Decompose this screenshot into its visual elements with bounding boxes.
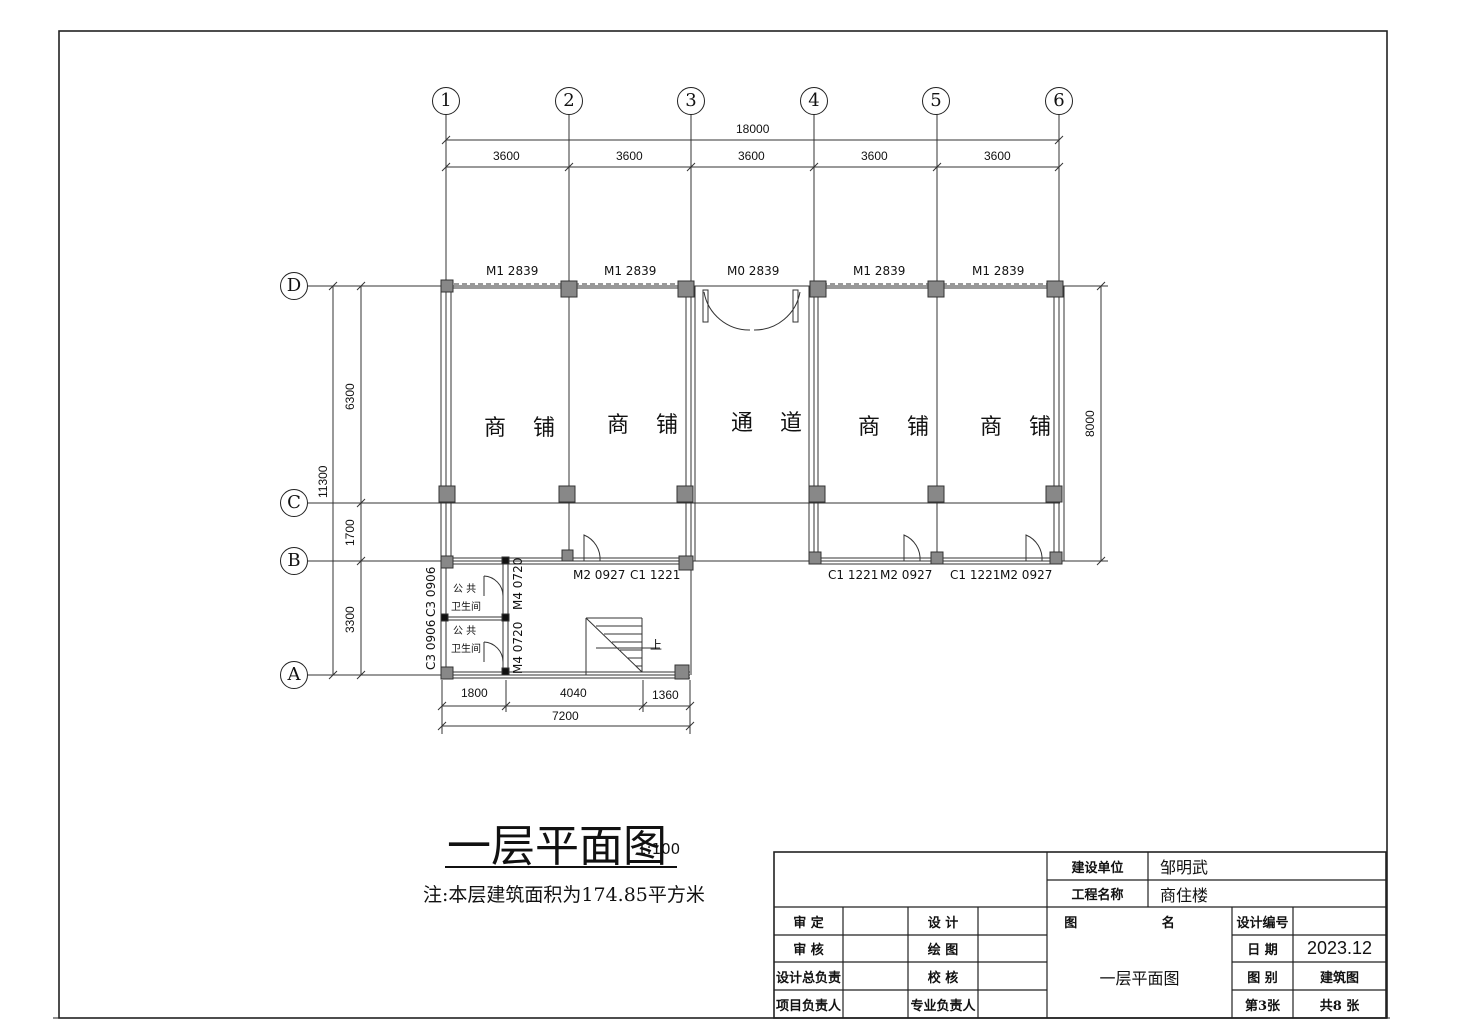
dim-left-3300: 3300 [343,606,357,633]
room-toilet-1-line2: 卫生间 [451,602,481,613]
drawing-title: 一层平面图 [447,821,667,872]
tb-drawing-name-label: 图 名 [1064,915,1215,931]
stair-up-label: 上 [650,638,663,652]
vertical-axis-lines [445,114,1060,285]
tb-check: 校 核 [927,970,959,986]
tb-date-value: 2023.12 [1306,938,1373,958]
tb-date-label: 日 期 [1247,943,1278,958]
opening-b-left-1: M2 0927 [573,568,626,582]
axis-bubble-B: B [280,547,308,575]
opening-b-right-4: M2 0927 [1000,568,1053,582]
dim-bottom-total: 7200 [552,709,579,723]
tb-client-label: 建设单位 [1071,860,1124,876]
opening-top-1: M1 2839 [486,264,539,278]
walls [440,283,1065,679]
dim-bay-1: 3600 [493,149,520,163]
dim-bottom-1800: 1800 [461,686,488,700]
opening-top-5: M1 2839 [972,264,1025,278]
axis-bubble-5: 5 [922,87,950,115]
title-underline [445,866,677,868]
axis-bubble-C: C [280,489,308,517]
drawing-scale: 1:100 [637,840,681,858]
room-shop-1: 商 铺 [484,416,565,441]
dim-total-top: 18000 [736,122,770,136]
opening-toilet-c3-1: C3 0906 [424,566,438,617]
dim-bottom-1360: 1360 [652,688,679,702]
tb-category-label: 图 别 [1247,970,1278,986]
room-toilet-1-line1: 公 共 [453,584,477,595]
area-note: 注:本层建筑面积为174.85平方米 [423,884,705,906]
dim-bottom-4040: 4040 [560,686,587,700]
title-block-grid [773,851,1387,1019]
axis-bubble-1: 1 [432,87,460,115]
opening-top-3: M0 2839 [727,264,780,278]
dim-left-6300: 6300 [343,383,357,410]
opening-b-right-1: C1 1221 [828,568,879,582]
opening-b-left-2: C1 1221 [630,568,681,582]
tb-design: 设 计 [927,915,959,931]
tb-sheet-total: 共8 张 [1319,998,1360,1014]
opening-top-2: M1 2839 [604,264,657,278]
opening-b-right-2: M2 0927 [880,568,933,582]
top-dimension-lines [441,135,1064,172]
tb-approve: 审 定 [793,915,824,931]
axis-bubble-A: A [280,661,308,689]
room-shop-3: 商 铺 [858,415,939,440]
dim-bay-2: 3600 [616,149,643,163]
dim-bay-3: 3600 [738,149,765,163]
tb-project-lead: 项目负责人 [775,998,841,1014]
bottom-dimension-lines [437,680,695,734]
structural-columns [438,279,1064,680]
axis-bubble-2: 2 [555,87,583,115]
dim-right-8000: 8000 [1083,410,1097,437]
tb-drawn: 绘 图 [927,943,959,958]
dim-bay-4: 3600 [861,149,888,163]
room-shop-2: 商 铺 [607,413,688,438]
tb-design-no-label: 设计编号 [1236,915,1289,931]
tb-client-value: 邹明武 [1159,860,1208,877]
opening-b-right-3: C1 1221 [950,568,1001,582]
tb-category-value: 建筑图 [1319,970,1359,986]
room-corridor: 通 道 [731,411,812,436]
opening-toilet-m4-2: M4 0720 [511,621,525,674]
dim-bay-5: 3600 [984,149,1011,163]
dim-left-total: 11300 [316,465,330,498]
left-dimension-lines [328,281,1106,680]
tb-sheet-no: 第3张 [1244,998,1281,1014]
opening-toilet-c3-2: C3 0906 [424,619,438,670]
tb-project-value: 商住楼 [1159,887,1208,905]
room-toilet-2-line1: 公 共 [453,626,477,637]
tb-discipline-lead: 专业负责人 [910,998,976,1014]
room-toilet-2-line2: 卫生间 [451,644,481,655]
tb-review: 审 核 [793,943,824,958]
axis-bubble-6: 6 [1045,87,1073,115]
axis-bubble-D: D [280,272,308,300]
tb-project-label: 工程名称 [1071,888,1124,903]
opening-toilet-m4-1: M4 0720 [511,557,525,610]
opening-top-4: M1 2839 [853,264,906,278]
room-shop-4: 商 铺 [980,415,1061,440]
tb-drawing-name-value: 一层平面图 [1099,968,1180,988]
dim-left-1700: 1700 [343,519,357,546]
axis-bubble-3: 3 [677,87,705,115]
tb-design-chief: 设计总负责 [775,970,841,986]
axis-bubble-4: 4 [800,87,828,115]
